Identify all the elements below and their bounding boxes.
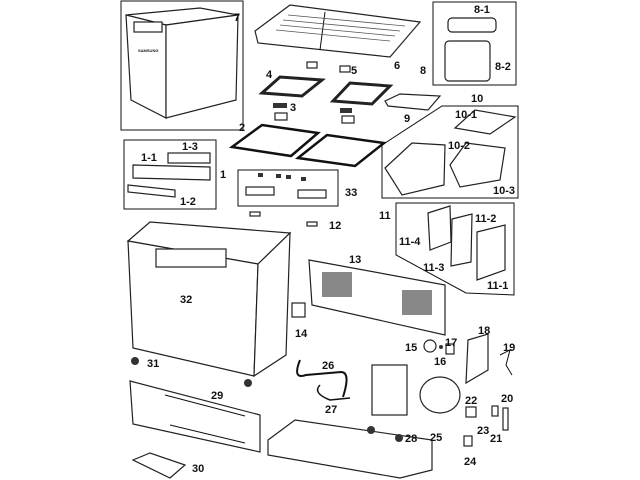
part-label: 12	[329, 220, 341, 232]
part-labels: 7 6 5 4 3 2 9 8-1 8 8-2 10 10-1 10-2 10-…	[141, 4, 515, 475]
fan-plate	[450, 213, 473, 267]
lid-illustration	[254, 4, 422, 58]
fan-bracket	[465, 333, 489, 385]
base-plate	[267, 419, 433, 479]
part-label: 11	[379, 210, 391, 222]
inner-panel-right	[329, 81, 394, 106]
fan-cover-group-box	[395, 202, 515, 296]
part-label: 20	[501, 393, 513, 405]
control-panel-group-box	[123, 139, 217, 210]
part-label: 18	[478, 325, 490, 337]
gasket-right	[294, 133, 388, 168]
part-label: 10-1	[455, 109, 477, 121]
part-label: 1-2	[180, 196, 196, 208]
part-label: 17	[445, 337, 457, 349]
fan-housing	[476, 224, 506, 281]
part-label: 1-3	[182, 141, 198, 153]
freezer-assembly-illustration: SAMSUNG	[125, 7, 239, 119]
part-label: 2	[239, 122, 245, 134]
part-label: 14	[295, 328, 308, 340]
part-label: 16	[434, 356, 446, 368]
part-label: 11-2	[475, 213, 496, 225]
part-label: 27	[325, 404, 337, 416]
basket	[444, 40, 491, 82]
cabinet-illustration	[126, 221, 292, 378]
part-label: 5	[351, 65, 357, 77]
part-label: 22	[465, 395, 477, 407]
part-label: 32	[180, 294, 192, 306]
part-label: 24	[464, 456, 477, 468]
part-label: 11-4	[399, 236, 421, 248]
part-label: 3	[290, 102, 296, 114]
freezer-overview-box	[120, 0, 244, 131]
drawer-cover	[453, 109, 517, 135]
part-label: 29	[211, 390, 223, 402]
brand-mark: SAMSUNG	[138, 48, 158, 53]
part-label: 26	[322, 360, 334, 372]
part-label: 8-1	[474, 4, 490, 16]
cover-plate	[384, 93, 442, 111]
basket-lid	[447, 17, 497, 33]
manual	[131, 452, 187, 479]
part-label: 4	[266, 69, 273, 81]
part-label: 11-3	[423, 262, 444, 274]
part-label: 10-3	[493, 185, 515, 197]
part-label: 10	[471, 93, 483, 105]
part-label: 31	[147, 358, 159, 370]
condenser	[371, 364, 408, 416]
part-label: 19	[503, 342, 515, 354]
part-label: 33	[345, 187, 357, 199]
part-label: 7	[234, 12, 240, 24]
part-label: 1-1	[141, 152, 157, 164]
part-label: 8-2	[495, 61, 511, 73]
part-label: 13	[349, 254, 361, 266]
front-grille-panel	[129, 380, 261, 453]
part-label: 30	[192, 463, 204, 475]
part-label: 25	[430, 432, 442, 444]
part-label: 6	[394, 60, 400, 72]
drawer-group-box	[381, 105, 519, 199]
compressor	[419, 376, 461, 414]
drawer-left	[384, 142, 446, 196]
part-label: 1	[220, 169, 226, 181]
part-label: 28	[405, 433, 417, 445]
part-label: 15	[405, 342, 417, 354]
basket-group-box	[432, 1, 517, 86]
gasket-left	[228, 123, 321, 158]
part-label: 23	[477, 425, 489, 437]
drawer-right	[449, 142, 506, 188]
part-label: 21	[490, 433, 502, 445]
hinge-group-box	[237, 169, 339, 207]
fan-grille	[427, 205, 452, 251]
part-label: 10-2	[448, 140, 470, 152]
inner-panel-left	[258, 75, 326, 98]
part-label: 8	[420, 65, 426, 77]
part-label: 9	[404, 113, 410, 125]
part-label: 11-1	[487, 280, 508, 292]
